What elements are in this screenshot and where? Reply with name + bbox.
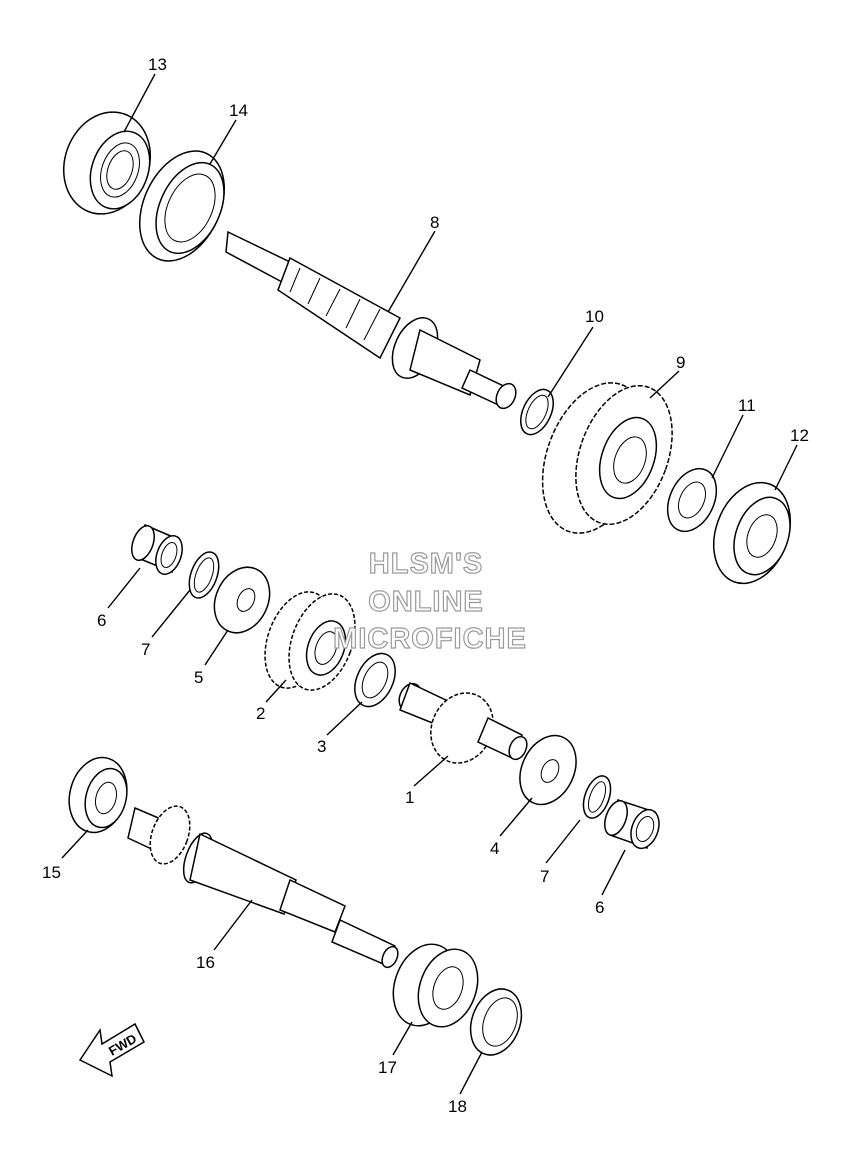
callout-11[interactable]: 11 — [738, 396, 756, 415]
callout-6-lower[interactable]: 6 — [595, 898, 604, 917]
callout-13[interactable]: 13 — [148, 55, 167, 74]
callout-4[interactable]: 4 — [490, 839, 499, 858]
part-8-main-shaft[interactable] — [225, 230, 520, 412]
callout-7-upper[interactable]: 7 — [141, 640, 150, 659]
fwd-arrow-icon: FWD — [78, 1022, 145, 1078]
part-7-circlip-lower[interactable] — [578, 772, 616, 822]
callout-6-upper[interactable]: 6 — [97, 611, 106, 630]
watermark-line-2: ONLINE — [368, 586, 484, 618]
callout-12[interactable]: 12 — [790, 426, 809, 445]
callout-1[interactable]: 1 — [405, 788, 414, 807]
part-3-washer[interactable] — [347, 647, 403, 713]
callout-17[interactable]: 17 — [378, 1058, 397, 1077]
watermark: HLSM'S ONLINE MICROFICHE — [333, 547, 527, 655]
part-9-gear[interactable] — [523, 368, 690, 547]
callout-2[interactable]: 2 — [256, 704, 265, 723]
watermark-line-1: HLSM'S — [369, 548, 483, 580]
part-2-gear[interactable] — [253, 583, 368, 699]
part-13-bearing[interactable] — [50, 100, 165, 226]
part-14-oil-seal[interactable] — [123, 137, 241, 274]
part-15-bearing[interactable] — [61, 751, 135, 839]
callout-16[interactable]: 16 — [196, 953, 215, 972]
callout-9[interactable]: 9 — [676, 353, 685, 372]
watermark-line-3: MICROFICHE — [333, 623, 527, 655]
part-10-circlip[interactable] — [514, 384, 560, 439]
part-18-oil-seal[interactable] — [462, 982, 530, 1062]
part-1-pinion-gear[interactable] — [395, 680, 530, 773]
part-16-drive-axle[interactable] — [127, 801, 401, 970]
callout-14[interactable]: 14 — [229, 101, 248, 120]
callout-18[interactable]: 18 — [448, 1097, 467, 1116]
part-7-circlip-upper[interactable] — [184, 548, 225, 602]
part-6-needle-bearing-lower[interactable] — [600, 798, 664, 853]
callout-labels: 13 14 8 10 9 11 12 6 7 5 2 3 1 4 7 6 15 … — [42, 55, 809, 1116]
leader-lines — [61, 73, 798, 1095]
part-4-washer[interactable] — [509, 726, 587, 813]
part-11-washer[interactable] — [658, 461, 726, 539]
callout-5[interactable]: 5 — [194, 668, 203, 687]
callout-10[interactable]: 10 — [585, 307, 604, 326]
callout-7-lower[interactable]: 7 — [540, 867, 549, 886]
part-6-needle-bearing-upper[interactable] — [127, 523, 187, 578]
callout-15[interactable]: 15 — [42, 863, 61, 882]
callout-8[interactable]: 8 — [430, 213, 439, 232]
part-12-bearing[interactable] — [700, 472, 803, 594]
callout-3[interactable]: 3 — [317, 737, 326, 756]
